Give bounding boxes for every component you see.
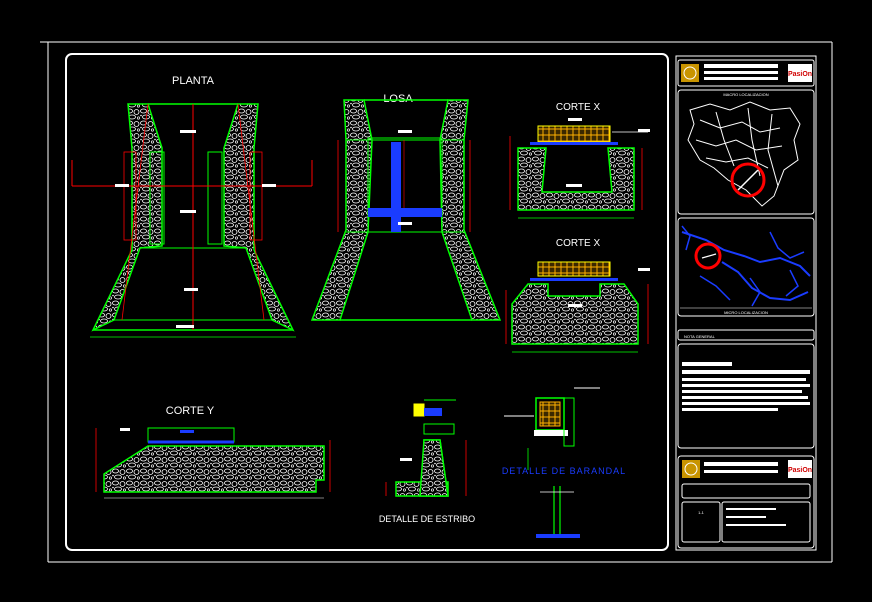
title-block: PasiOn MACRO LOCALIZACION MICRO LOCALIZA… xyxy=(675,55,817,551)
corte-x-1-view: CORTE X xyxy=(509,102,650,219)
macro-map xyxy=(687,101,801,207)
planta-view: PLANTA xyxy=(71,75,313,338)
detalle-estribo-title: DETALLE DE ESTRIBO xyxy=(379,514,475,524)
nota-general-text xyxy=(682,362,810,411)
footer-brand-logo: PasiOn xyxy=(788,467,812,474)
micro-map xyxy=(680,225,812,309)
micro-map-title: MICRO LOCALIZACION xyxy=(724,310,768,315)
sheet-number: 1-1 xyxy=(698,510,705,515)
corte-x-2-view: CORTE X xyxy=(505,238,650,353)
corte-y-title: CORTE Y xyxy=(166,405,215,417)
losa-view: LOSA xyxy=(310,93,502,321)
corte-x-1-title: CORTE X xyxy=(556,102,601,113)
planta-title: PLANTA xyxy=(172,75,215,87)
losa-title: LOSA xyxy=(383,93,413,105)
detalle-estribo-view: DETALLE DE ESTRIBO xyxy=(379,399,475,524)
sheet-border xyxy=(40,41,833,563)
nota-general-title: NOTA GENERAL xyxy=(684,334,716,339)
corte-y-view: CORTE Y xyxy=(95,405,331,499)
detalle-barandal-view: DETALLE DE BARANDAL xyxy=(502,387,626,538)
corte-x-2-title: CORTE X xyxy=(556,238,601,249)
detalle-barandal-title: DETALLE DE BARANDAL xyxy=(502,466,626,476)
brand-logo: PasiOn xyxy=(788,71,812,78)
macro-map-title: MACRO LOCALIZACION xyxy=(723,92,768,97)
